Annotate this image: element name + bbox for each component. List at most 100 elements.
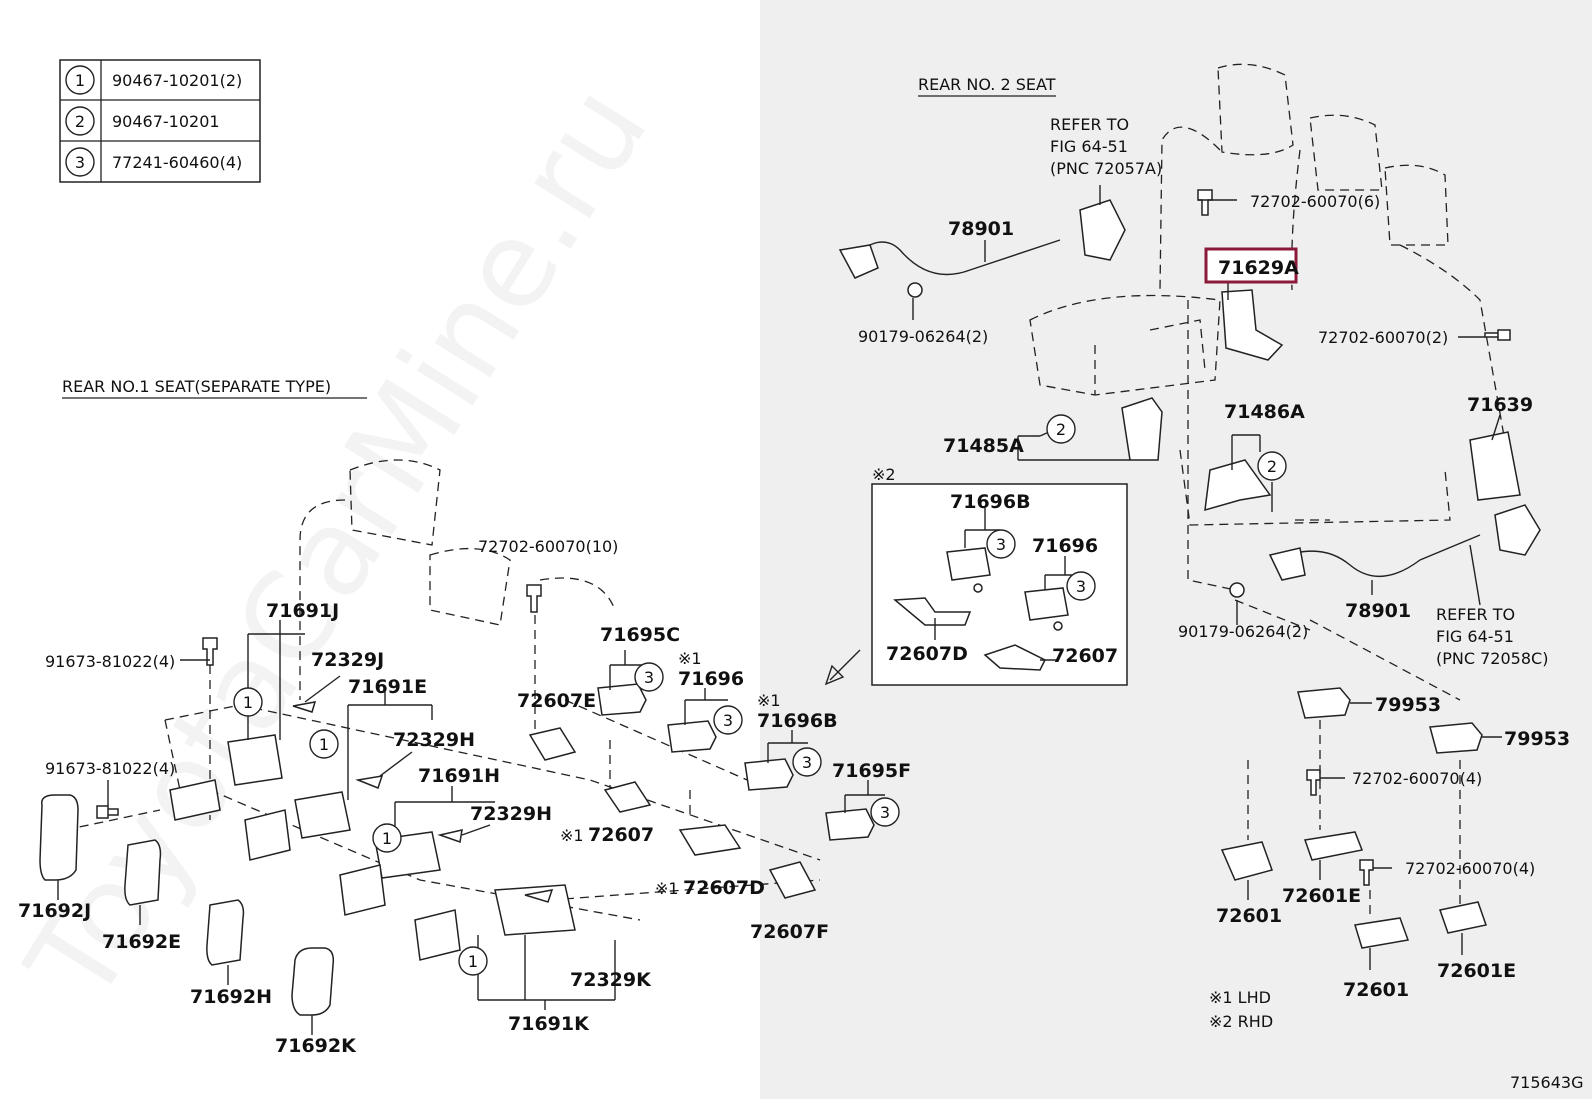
label-71692j: 71692J <box>18 900 91 922</box>
label-72607d-box: 72607D <box>886 643 968 665</box>
callout-1: 1 <box>319 735 329 754</box>
label-72702-60070-4b: 72702-60070(4) <box>1405 859 1535 878</box>
section-title-rear-no2: REAR NO. 2 SEAT <box>918 75 1056 94</box>
callout-3: 3 <box>880 803 890 822</box>
cap-72329j-shape <box>292 701 317 713</box>
mark-lhd-72607: ※1 <box>560 826 584 845</box>
label-72601e-a: 72601E <box>1282 885 1361 907</box>
callout-2: 2 <box>1056 420 1066 439</box>
legend-part-1: 90467-10201(2) <box>112 71 242 90</box>
label-72702-60070-2: 72702-60070(2) <box>1318 328 1448 347</box>
legend-num-2: 2 <box>75 112 85 131</box>
lock-bracket-71629a-shape <box>1221 289 1284 361</box>
mark-lhd-72607d: ※1 <box>655 879 679 898</box>
label-72607-box: 72607 <box>1052 645 1118 667</box>
callout-3: 3 <box>996 535 1006 554</box>
label-72601-a: 72601 <box>1216 905 1282 927</box>
cable-78901-top <box>838 199 1126 298</box>
bracket-72607f-shape <box>768 861 817 899</box>
label-71692e: 71692E <box>102 931 181 953</box>
callout-1: 1 <box>243 693 253 712</box>
label-71696b: 71696B <box>757 710 838 732</box>
bracket-rail-shape <box>339 864 386 916</box>
label-91673-81022-bottom: 91673-81022(4) <box>45 759 175 778</box>
cap-72329h2-shape <box>437 829 463 844</box>
bolt-icon <box>202 637 218 666</box>
label-71695c: 71695C <box>600 624 680 646</box>
leader-lines-rhd-box <box>934 508 1080 661</box>
figure-id: 715643G <box>1510 1073 1583 1092</box>
legend-part-3: 77241-60460(4) <box>112 153 242 172</box>
cover-71695f-shape <box>825 808 875 841</box>
bolt-icon <box>96 805 119 819</box>
seat-back-bracket-71639-shape <box>1469 431 1521 501</box>
cover-71692e-shape <box>124 839 162 906</box>
legend-table: 1 90467-10201(2) 2 90467-10201 3 77241-6… <box>59 59 261 183</box>
label-72607f: 72607F <box>750 921 829 943</box>
label-72607d: 72607D <box>683 877 765 899</box>
cover-79953-a-shape <box>1297 687 1351 719</box>
bracket-71486a-shape <box>1204 459 1272 512</box>
label-71691k: 71691K <box>508 1013 590 1035</box>
section-title-rear-no1: REAR NO.1 SEAT(SEPARATE TYPE) <box>62 377 331 396</box>
bracket-72607e-shape <box>528 727 577 761</box>
legend-part-2: 90467-10201 <box>112 112 220 131</box>
label-79953-a: 79953 <box>1375 694 1441 716</box>
hinge-71691e-shape <box>294 791 351 839</box>
legend-num-1: 1 <box>75 71 85 90</box>
label-79953-b: 79953 <box>1504 728 1570 750</box>
label-71485a: 71485A <box>943 435 1024 457</box>
bracket-rail-shape <box>169 779 221 821</box>
label-72601-b: 72601 <box>1343 979 1409 1001</box>
label-72329j: 72329J <box>311 649 384 671</box>
label-72329k: 72329K <box>570 969 652 991</box>
cover-71692j-shape <box>39 794 79 881</box>
callout-1: 1 <box>382 829 392 848</box>
label-78901-top: 78901 <box>948 218 1014 240</box>
cap-72329h-shape <box>355 775 384 789</box>
refer-bottom-line3: (PNC 72058C) <box>1436 649 1548 668</box>
cover-71696b-shape <box>744 758 794 791</box>
label-78901-bottom: 78901 <box>1345 600 1411 622</box>
label-72601e-b: 72601E <box>1437 960 1516 982</box>
refer-bottom-line1: REFER TO <box>1436 605 1515 624</box>
refer-top-line1: REFER TO <box>1050 115 1129 134</box>
bolt-icon <box>1359 859 1374 886</box>
callout-3: 3 <box>1076 577 1086 596</box>
leader-lines-right <box>912 185 1502 970</box>
bracket-rail-shape <box>414 909 461 961</box>
latch-72601-b-shape <box>1354 917 1410 949</box>
refer-bottom-line2: FIG 64-51 <box>1436 627 1514 646</box>
label-71691e: 71691E <box>348 676 427 698</box>
label-72607: 72607 <box>588 824 654 846</box>
refer-top-line3: (PNC 72057A) <box>1050 159 1162 178</box>
callout-3: 3 <box>802 753 812 772</box>
cover-71696-shape <box>667 720 717 753</box>
label-72702-60070-10: 72702-60070(10) <box>478 537 618 556</box>
bracket-72607d-shape <box>678 824 742 856</box>
label-72329h-2: 72329H <box>470 803 552 825</box>
label-72702-60070-6: 72702-60070(6) <box>1250 192 1380 211</box>
cover-71485a-shape <box>1121 397 1163 461</box>
cap-72329k-shape <box>524 889 554 903</box>
arrow-icon <box>824 649 861 686</box>
bolt-icon <box>1484 329 1511 341</box>
label-71486a: 71486A <box>1224 401 1305 423</box>
rear-no2-seat-outline <box>1029 63 1511 701</box>
label-71696b-box: 71696B <box>950 491 1031 513</box>
mark-lhd-71696b: ※1 <box>757 691 781 710</box>
label-72607e: 72607E <box>517 690 596 712</box>
label-71691j: 71691J <box>266 600 339 622</box>
callout-3: 3 <box>723 711 733 730</box>
label-71692k: 71692K <box>275 1035 357 1057</box>
callout-circles: 2 2 3 3 1 1 1 1 3 3 3 3 <box>233 414 1287 976</box>
hinge-71691k-shape <box>494 884 576 936</box>
legend-num-3: 3 <box>75 153 85 172</box>
label-71692h: 71692H <box>190 986 272 1008</box>
callout-2: 2 <box>1267 457 1277 476</box>
cover-71692h-shape <box>206 899 245 966</box>
label-71639: 71639 <box>1467 394 1533 416</box>
callout-1: 1 <box>468 952 478 971</box>
mark-lhd-71696: ※1 <box>678 649 702 668</box>
